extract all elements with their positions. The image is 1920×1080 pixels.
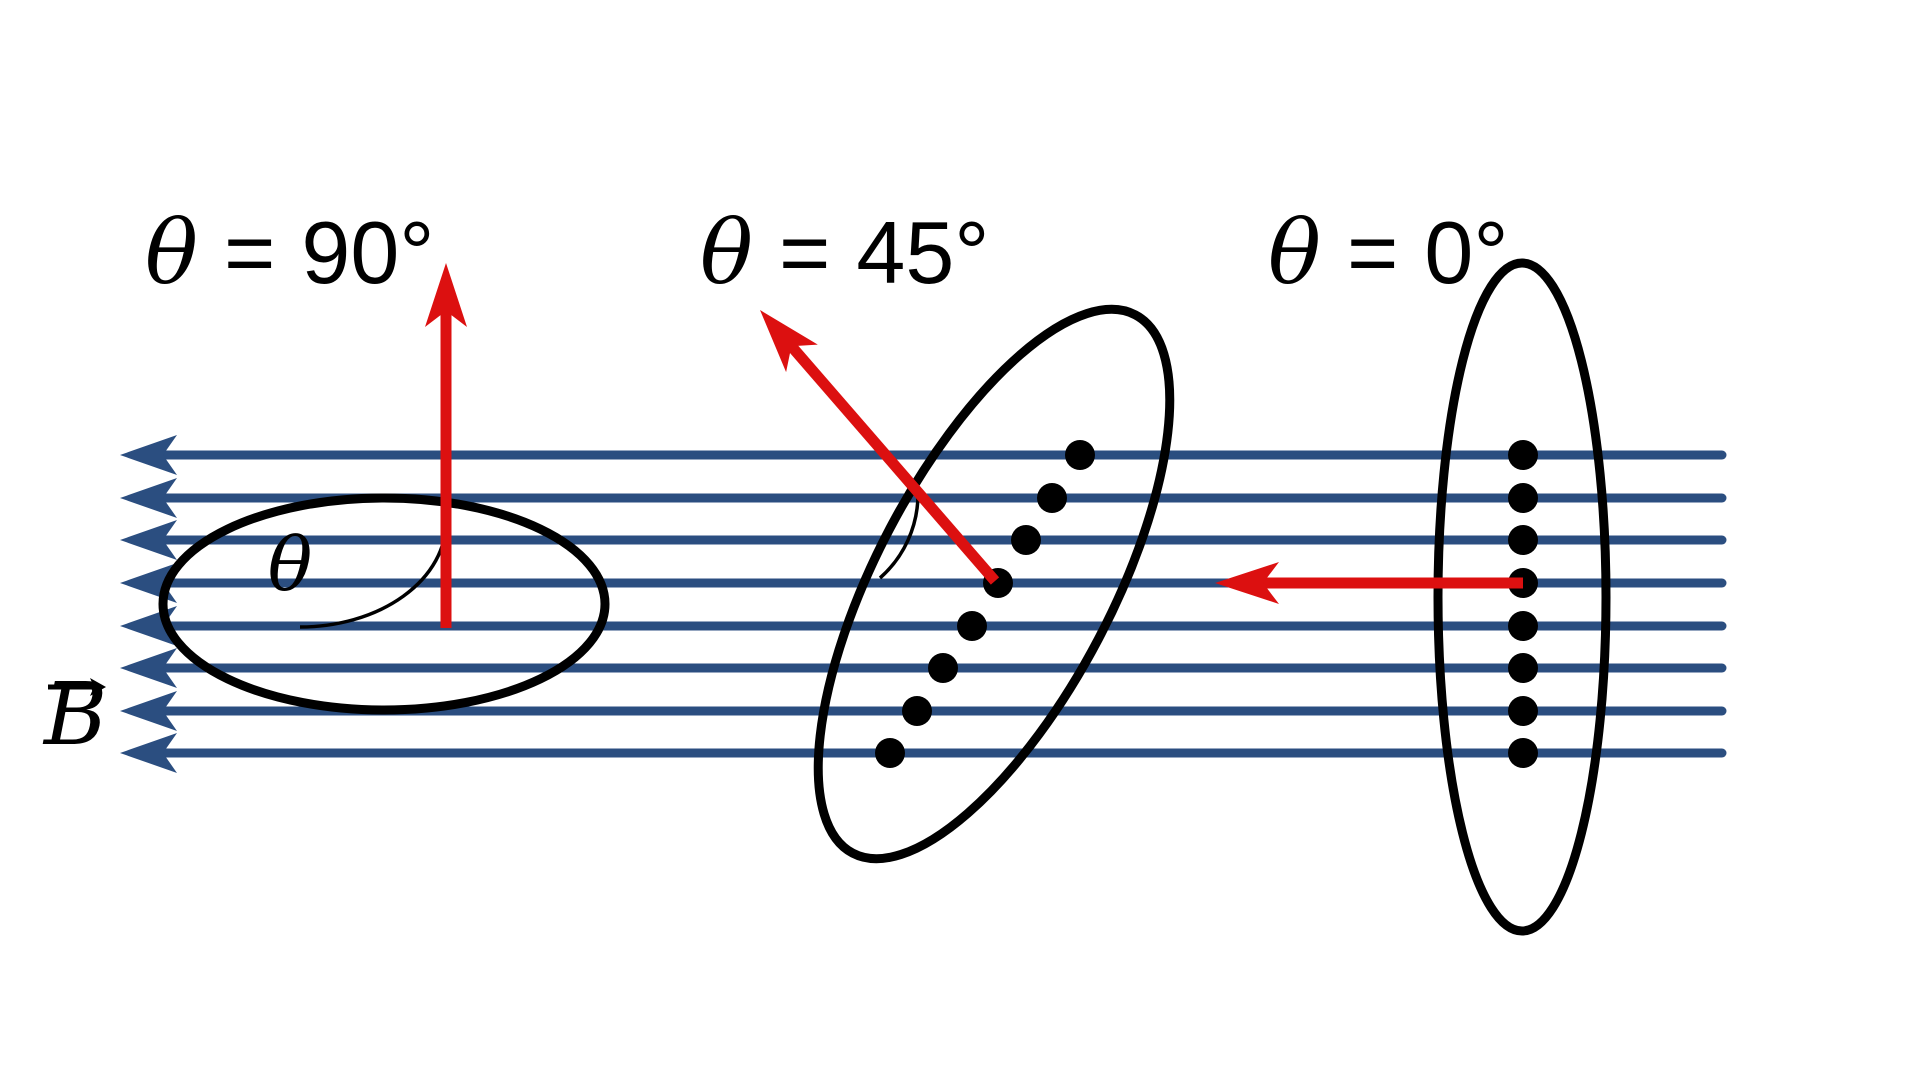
loop-0-flux-dot (1508, 696, 1538, 726)
field-line-arrowhead-icon (120, 733, 177, 773)
flux-dots-group (875, 440, 1538, 768)
loop-45-flux-dot (1065, 440, 1095, 470)
b-field-label: B (42, 665, 107, 765)
loop-45-flux-dot (957, 611, 987, 641)
equals-sign: = (224, 203, 275, 302)
angle-value: 45° (856, 203, 989, 302)
field-line-arrowhead-icon (120, 435, 177, 475)
loop-0-flux-dot (1508, 738, 1538, 768)
theta-symbol: θ (145, 201, 198, 304)
theta-symbol: θ (1268, 201, 1321, 304)
loop-90-normal-arrow-head-icon (425, 263, 467, 327)
normal-arrows-group (425, 263, 1523, 628)
label-theta-45: θ = 45° (700, 201, 989, 304)
field-line-arrowhead-icon (120, 691, 177, 731)
loop-0-normal-arrow-head-icon (1215, 562, 1279, 604)
loops-group (158, 258, 1611, 936)
equals-sign: = (1347, 203, 1398, 302)
b-vector-arrowhead-icon (90, 678, 106, 696)
angle-value: 90° (301, 203, 434, 302)
field-line-arrowhead-icon (120, 648, 177, 688)
label-theta-90: θ = 90° (145, 201, 434, 304)
loop-45-angle-arc (878, 494, 920, 580)
loop-45-flux-dot (902, 696, 932, 726)
loop-45-flux-dot (1037, 483, 1067, 513)
loop-45-normal-arrow-head-icon (760, 310, 818, 373)
loop-0-flux-dot (1508, 525, 1538, 555)
b-vector-arrow-icon (48, 678, 106, 696)
loop-0-flux-dot (1508, 483, 1538, 513)
theta-angle-symbol: θ (268, 522, 313, 608)
field-line-arrowhead-icon (120, 478, 177, 518)
label-theta-0: θ = 0° (1268, 201, 1509, 304)
loop-45-ellipse (813, 304, 1175, 864)
loop-0-flux-dot (1508, 653, 1538, 683)
theta-symbol: θ (700, 201, 753, 304)
loop-45-flux-dot (875, 738, 905, 768)
angle-value: 0° (1424, 203, 1508, 302)
loop-0-flux-dot (1508, 611, 1538, 641)
loop-45-flux-dot (928, 653, 958, 683)
loop-90-ellipse (158, 493, 610, 715)
loop-0-ellipse (1433, 258, 1611, 936)
loop-0-flux-dot (1508, 440, 1538, 470)
equals-sign: = (779, 203, 830, 302)
field-line-arrowhead-icon (120, 520, 177, 560)
loop-45-normal-arrow-shaft (785, 340, 1000, 585)
loop-45-flux-dot (1011, 525, 1041, 555)
